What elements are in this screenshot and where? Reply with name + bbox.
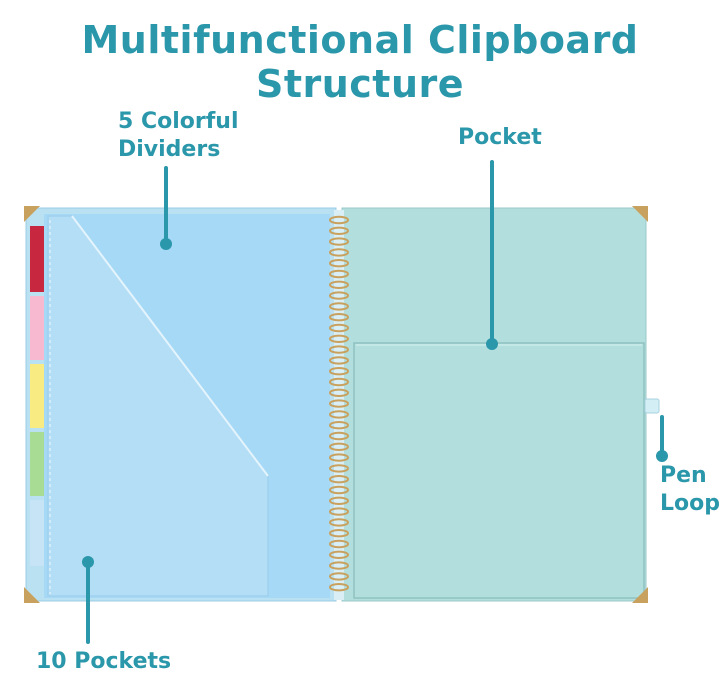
pocket-edge xyxy=(71,215,269,477)
spiral-ring xyxy=(329,442,349,451)
spiral-ring xyxy=(329,345,349,354)
page-title: Multifunctional Clipboard Structure xyxy=(81,18,639,106)
spiral-ring xyxy=(329,496,349,505)
dividers-pointer-dot xyxy=(160,238,172,250)
spiral-ring xyxy=(329,539,349,549)
spiral-ring xyxy=(329,323,349,333)
spiral-ring xyxy=(329,561,349,570)
spiral-ring xyxy=(329,464,349,473)
spiral-ring xyxy=(329,280,349,289)
pocket-label: Pocket xyxy=(458,125,542,150)
spiral-ring xyxy=(329,507,349,516)
pocket-pointer-line xyxy=(490,160,494,342)
clear-pocket xyxy=(47,215,269,597)
spiral-ring xyxy=(329,529,349,538)
pockets-label: 10 Pockets xyxy=(36,649,172,674)
spiral-ring xyxy=(329,367,349,376)
divider-tab-green xyxy=(30,432,44,496)
pockets-pointer-line xyxy=(86,562,90,644)
spiral-ring xyxy=(329,388,349,397)
spiral-ring xyxy=(329,269,349,279)
divider-tab-yellow xyxy=(30,364,44,428)
pen-loop-label: Pen Loop xyxy=(660,463,720,516)
pen-loop-pointer-dot xyxy=(656,450,668,462)
spiral-ring xyxy=(329,291,349,300)
spiral-ring xyxy=(329,421,349,430)
spiral-ring xyxy=(329,518,349,527)
spiral-ring xyxy=(329,485,349,495)
dividers-label: 5 Colorful Dividers xyxy=(118,109,239,162)
spiral-ring xyxy=(329,431,349,441)
spine xyxy=(334,210,344,600)
spiral-ring xyxy=(329,550,349,559)
divider-tab-blue xyxy=(30,500,44,566)
spiral-ring xyxy=(329,583,349,592)
spiral-ring xyxy=(329,259,349,268)
spiral-ring xyxy=(329,453,349,462)
spiral-ring xyxy=(329,226,349,236)
spiral-ring xyxy=(329,475,349,484)
spiral-ring xyxy=(329,215,349,225)
divider-tab-red xyxy=(30,226,44,292)
spiral-ring xyxy=(329,334,349,343)
spiral-ring xyxy=(329,356,349,365)
spiral-ring xyxy=(329,313,349,322)
spiral-ring xyxy=(329,302,349,311)
corner-bottom-left xyxy=(24,587,40,603)
corner-bottom-right xyxy=(632,587,648,603)
spiral-rings xyxy=(329,215,349,592)
spiral-ring xyxy=(329,248,349,257)
spiral-ring xyxy=(329,572,349,581)
spiral-ring xyxy=(329,410,349,419)
pen-loop xyxy=(644,398,660,414)
pocket-pointer-dot xyxy=(486,338,498,350)
pocket-panel xyxy=(353,342,645,599)
spiral-ring xyxy=(329,377,349,387)
corner-top-left xyxy=(24,206,40,222)
corner-top-right xyxy=(632,206,648,222)
divider-tab-pink xyxy=(30,296,44,360)
pen-loop-pointer-line xyxy=(660,415,664,455)
spiral-ring xyxy=(329,237,349,246)
dividers-pointer-line xyxy=(164,166,168,242)
spiral-ring xyxy=(329,399,349,408)
